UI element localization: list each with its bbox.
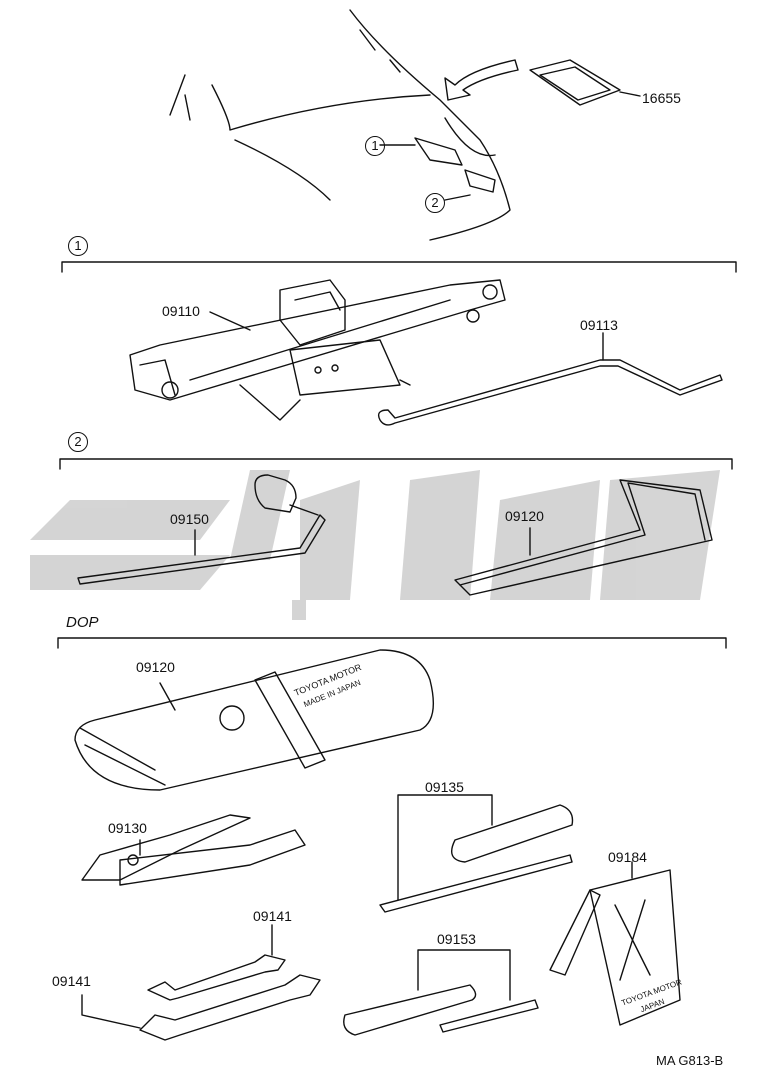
arrow bbox=[444, 59, 519, 101]
part-label-09120-a: 09120 bbox=[505, 508, 544, 524]
part-label-09120-b: 09120 bbox=[136, 659, 175, 675]
tool-pouch-09120 bbox=[74, 649, 434, 791]
spanner-large-09141 bbox=[139, 974, 321, 1041]
part-label-09184: 09184 bbox=[608, 849, 647, 865]
pliers-09130 bbox=[81, 814, 306, 886]
small-jack-icon bbox=[379, 137, 496, 201]
part-label-09130: 09130 bbox=[108, 820, 147, 836]
part-label-09150: 09150 bbox=[170, 511, 209, 527]
spanner-small-09141 bbox=[147, 954, 286, 1001]
wheel-wrench-09150 bbox=[77, 474, 326, 585]
leader-09110 bbox=[209, 311, 251, 331]
section-1-marker: 1 bbox=[68, 236, 88, 256]
section1-bracket bbox=[61, 261, 737, 273]
section-2-marker: 2 bbox=[68, 432, 88, 452]
tool-bag-09120 bbox=[454, 479, 713, 596]
watermark-logo bbox=[30, 470, 720, 620]
part-label-09141-b: 09141 bbox=[52, 973, 91, 989]
warning-triangle-09184 bbox=[549, 869, 681, 1026]
section2-bracket bbox=[59, 458, 733, 470]
part-label-09135: 09135 bbox=[425, 779, 464, 795]
callout-1: 1 bbox=[365, 136, 385, 156]
part-label-09153: 09153 bbox=[437, 931, 476, 947]
callout-2: 2 bbox=[425, 193, 445, 213]
part-label-09141-a: 09141 bbox=[253, 908, 292, 924]
scissor-jack-09110 bbox=[129, 279, 506, 421]
plug-wrench-09153 bbox=[343, 949, 539, 1036]
document-code: MA G813-B bbox=[656, 1053, 724, 1068]
dop-bracket bbox=[57, 637, 727, 649]
jack-handle-09113 bbox=[377, 359, 723, 426]
car-body-outline bbox=[169, 9, 511, 241]
cover-tray-16655 bbox=[529, 59, 641, 106]
screwdriver-09135 bbox=[379, 794, 574, 913]
part-label-09113: 09113 bbox=[580, 317, 618, 333]
dop-section-title: DOP bbox=[66, 614, 99, 631]
leader-09120b bbox=[159, 682, 176, 711]
part-label-09110: 09110 bbox=[162, 303, 200, 319]
leader-09141b bbox=[81, 994, 141, 1029]
part-label-16655: 16655 bbox=[642, 90, 681, 106]
